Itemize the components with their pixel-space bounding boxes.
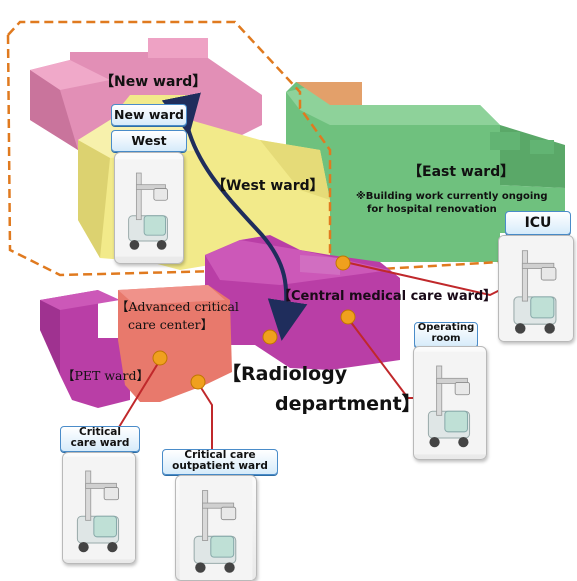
pet-ward-building: [40, 290, 130, 408]
marker-outpatient-ward: [190, 374, 206, 390]
portable-xray-unit-image: [498, 235, 574, 342]
marker-central-ward: [335, 255, 351, 271]
tag-icu: ICU: [505, 211, 571, 235]
tag-operating-room: Operating room: [414, 322, 478, 348]
portable-xray-unit-image: [114, 152, 184, 264]
west-ward-label: 【West ward】: [212, 178, 324, 194]
location-markers: [152, 255, 356, 390]
tag-new-ward: New ward: [111, 104, 187, 126]
new-ward-label: 【New ward】: [100, 74, 207, 90]
tag-critical-care-ward-line2: care ward: [70, 437, 130, 450]
marker-critical-care-ward: [152, 350, 168, 366]
east-ward-building: [286, 82, 565, 262]
advanced-critical-care-label-line1: 【Advanced critical: [116, 299, 239, 314]
tag-west-ward: West ward: [111, 130, 187, 168]
portable-xray-unit-image: [175, 475, 257, 581]
pet-ward-label: 【PET ward】: [62, 368, 149, 383]
new-ward-site-outline: [7, 20, 332, 262]
tag-critical-care-outpatient-ward: Critical care outpatient ward: [162, 449, 278, 475]
east-ward-label: 【East ward】: [408, 164, 515, 180]
route-arrow: [161, 92, 308, 341]
tag-operating-room-line1: Operating: [417, 322, 475, 333]
central-ward-label: 【Central medical care ward】: [278, 289, 497, 304]
tag-operating-room-line2: room: [431, 332, 461, 344]
tag-critical-care-ward-line1: Critical: [78, 426, 121, 438]
radiology-label-line1: 【Radiology: [222, 363, 348, 385]
marker-radiology: [262, 329, 278, 345]
tag-outpatient-line2: outpatient ward: [172, 460, 268, 473]
tag-critical-care-ward: Critical care ward: [60, 426, 140, 452]
east-ward-note-line2: for hospital renovation: [367, 204, 497, 215]
marker-operating-room: [340, 309, 356, 325]
radiology-label-line2: department】: [275, 393, 421, 415]
portable-xray-unit-image: [62, 452, 136, 564]
east-ward-note-line1: ※Building work currently ongoing: [356, 191, 548, 202]
advanced-critical-care-label-line2: care center】: [128, 317, 214, 332]
tag-outpatient-line1: Critical care: [184, 449, 256, 461]
portable-xray-unit-image: [413, 346, 487, 460]
